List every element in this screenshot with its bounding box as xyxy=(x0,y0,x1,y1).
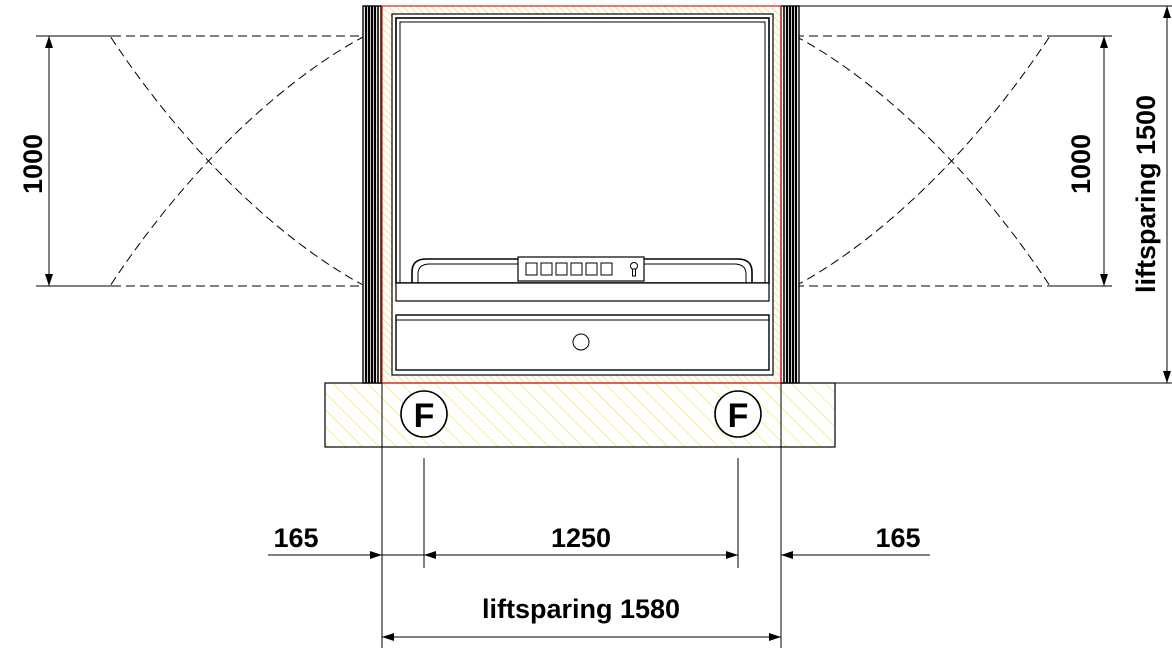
left-door-panels xyxy=(362,5,382,384)
bottom-extension-lines xyxy=(381,383,782,648)
opening-height-dimension-label: liftsparing 1500 xyxy=(1131,95,1161,293)
left-clearance-label: 165 xyxy=(273,523,318,553)
foot-marker-right-label: F xyxy=(728,397,749,435)
left-door-swing xyxy=(109,35,366,287)
right-door-dimension-label: 1000 xyxy=(1066,134,1096,194)
right-door-swing xyxy=(794,35,1051,287)
panel-button-1 xyxy=(525,262,538,276)
panel-button-5 xyxy=(585,262,598,276)
right-clearance-label: 165 xyxy=(875,523,920,553)
panel-button-3 xyxy=(555,262,568,276)
center-span-label: 1250 xyxy=(551,523,611,553)
panel-button-4 xyxy=(570,262,583,276)
opening-width-dimension: liftsparing 1580 xyxy=(382,594,781,641)
right-door-dimension: 1000 xyxy=(1050,35,1112,287)
opening-width-dimension-label: liftsparing 1580 xyxy=(482,594,680,624)
platform-hole-icon xyxy=(572,333,590,351)
lift-cabin xyxy=(395,17,770,302)
opening-height-dimension: liftsparing 1500 xyxy=(799,5,1172,384)
left-door-dimension-label: 1000 xyxy=(18,134,48,194)
chain-dimension: 165 1250 165 xyxy=(268,523,930,559)
right-door-panels xyxy=(780,5,800,384)
lower-platform xyxy=(395,314,770,371)
foot-marker-left-label: F xyxy=(414,397,435,435)
left-door-dimension: 1000 xyxy=(18,35,112,287)
key-switch-icon xyxy=(630,262,638,277)
foot-marker-right: F xyxy=(714,390,762,438)
panel-button-6 xyxy=(600,262,613,276)
control-panel xyxy=(517,256,645,282)
foot-marker-left: F xyxy=(400,390,448,438)
panel-button-2 xyxy=(540,262,553,276)
